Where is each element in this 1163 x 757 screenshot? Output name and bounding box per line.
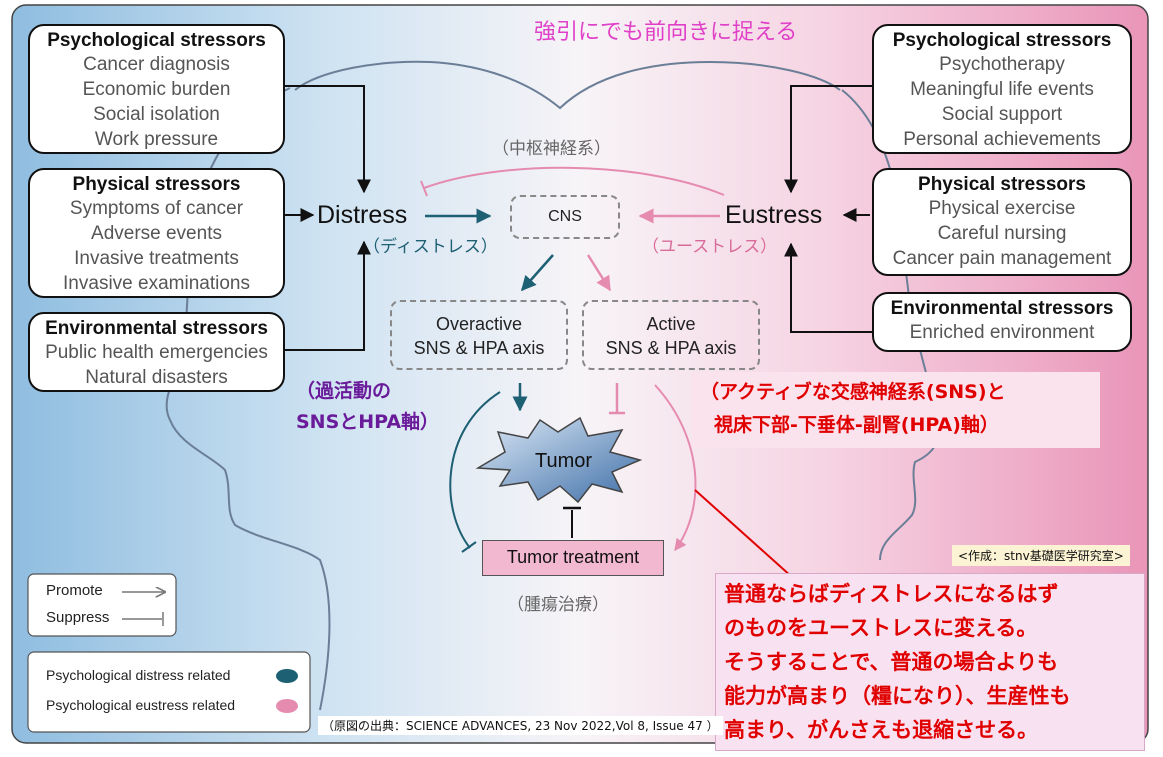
overactive-label: Overactive (435, 314, 523, 334)
cns-japanese-label: （中枢神経系） (492, 139, 611, 159)
distress-label: Distress (317, 201, 408, 229)
list-item: Symptoms of cancer (69, 198, 244, 219)
list-item: Public health emergencies (45, 342, 268, 363)
legend-distress-swatch (276, 669, 298, 683)
left-environmental-stressors-box: Environmental stressors Public health em… (28, 312, 285, 392)
list-item: Cancer pain management (892, 248, 1112, 269)
active-sns-hpa-box: Active SNS & HPA axis (582, 300, 760, 370)
legend-color-box (27, 651, 311, 733)
legend-distress-label: Psychological distress related (46, 667, 231, 683)
red-note-line: 高まり、がんさえも退縮させる。 (724, 718, 1039, 742)
source-citation: （原図の出典：SCIENCE ADVANCES, 23 Nov 2022,Vol… (318, 716, 723, 735)
active-axis-label: SNS & HPA axis (605, 338, 737, 358)
suppress-bar-overactive (461, 541, 477, 553)
box-title: Psychological stressors (47, 30, 266, 51)
overactive-sns-hpa-box: Overactive SNS & HPA axis (390, 300, 568, 370)
active-label: Active (646, 314, 696, 334)
list-item: Careful nursing (937, 223, 1067, 244)
list-item: Physical exercise (928, 198, 1076, 219)
tumor-shape (475, 416, 643, 504)
purple-note-line: （過活動の (296, 380, 392, 402)
tumor-label: Tumor (535, 450, 593, 472)
list-item: Personal achievements (903, 129, 1101, 150)
eustress-label: Eustress (725, 201, 823, 229)
list-item: Psychotherapy (939, 54, 1065, 75)
red-note-line: そうすることで、普通の場合よりも (724, 650, 1059, 674)
list-item: Meaningful life events (910, 79, 1094, 100)
distress-japanese-label: （ディストレス） (363, 237, 498, 257)
curve-active-treatment (654, 384, 697, 551)
curve-overactive-treatment (449, 391, 501, 549)
arrow-right-env (784, 242, 872, 333)
box-title: Environmental stressors (45, 318, 268, 339)
box-title: Physical stressors (918, 174, 1086, 195)
cns-box: CNS (510, 195, 620, 239)
overactive-axis-label: SNS & HPA axis (413, 338, 545, 358)
right-physical-stressors-box: Physical stressors Physical exercise Car… (872, 168, 1132, 276)
list-item: Natural disasters (85, 367, 228, 388)
head-outline-top (294, 60, 841, 110)
headline: 強引にでも前向きに捉える (534, 20, 798, 45)
left-physical-stressors-box: Physical stressors Symptoms of cancer Ad… (28, 168, 285, 298)
legend-promote-label: Promote (46, 582, 103, 599)
pink-note-line: 視床下部-下垂体-副腎(HPA)軸） (714, 414, 999, 436)
right-psychological-stressors-box: Psychological stressors Psychotherapy Me… (872, 24, 1132, 154)
red-note-line: 普通ならばディストレスになるはず (724, 582, 1059, 606)
eustress-japanese-label: （ユーストレス） (642, 237, 778, 257)
credit-label: <作成：stnv基礎医学研究室> (952, 545, 1130, 566)
list-item: Work pressure (94, 129, 219, 150)
arrow-cns-active (586, 254, 612, 292)
list-item: Economic burden (82, 79, 231, 100)
tumor-treatment-japanese-label: （腫瘍治療） (507, 595, 609, 615)
tumor-treatment-box: Tumor treatment (482, 540, 664, 576)
suppress-bar-distress (420, 180, 428, 197)
right-environmental-stressors-box: Environmental stressors Enriched environ… (872, 292, 1132, 352)
pink-note-box: （アクティブな交感神経系(SNS)と 視床下部-下垂体-副腎(HPA)軸） (692, 372, 1100, 448)
legend-promote-suppress-box (27, 573, 177, 637)
tumor-treatment-label: Tumor treatment (506, 547, 640, 567)
list-item: Adverse events (91, 223, 222, 244)
background-panel (11, 4, 1149, 744)
left-psychological-stressors-box: Psychological stressors Cancer diagnosis… (28, 24, 285, 154)
purple-note-line: SNSとHPA軸） (296, 411, 440, 433)
arc-eustress-suppress-distress (423, 166, 725, 196)
pink-note-line: （アクティブな交感神経系(SNS)と (700, 381, 1006, 403)
list-item: Social support (941, 104, 1063, 125)
red-note-box: 普通ならばディストレスになるはず のものをユーストレスに変える。 そうすることで… (715, 573, 1145, 751)
red-note-line: のものをユーストレスに変える。 (724, 616, 1038, 640)
legend-eustress-swatch (276, 699, 298, 713)
legend-suppress-label: Suppress (46, 609, 110, 626)
red-pointer-line (694, 489, 793, 578)
arrow-left-env (283, 240, 371, 351)
arrow-right-psych (784, 85, 872, 194)
box-title: Physical stressors (72, 174, 241, 195)
legend-eustress-label: Psychological eustress related (46, 697, 236, 713)
list-item: Cancer diagnosis (83, 54, 230, 75)
arrow-left-psych (283, 85, 371, 194)
list-item: Social isolation (93, 104, 220, 125)
cns-label: CNS (548, 208, 582, 225)
box-title: Psychological stressors (892, 30, 1112, 51)
box-title: Environmental stressors (890, 298, 1114, 319)
list-item: Enriched environment (909, 322, 1095, 343)
purple-note: （過活動の SNSとHPA軸） (296, 376, 439, 438)
arrow-cns-overactive (521, 254, 554, 292)
list-item: Invasive treatments (74, 248, 239, 269)
red-note-line: 能力が高まり（糧になり）、生産性も (724, 684, 1071, 708)
list-item: Invasive examinations (63, 273, 250, 294)
